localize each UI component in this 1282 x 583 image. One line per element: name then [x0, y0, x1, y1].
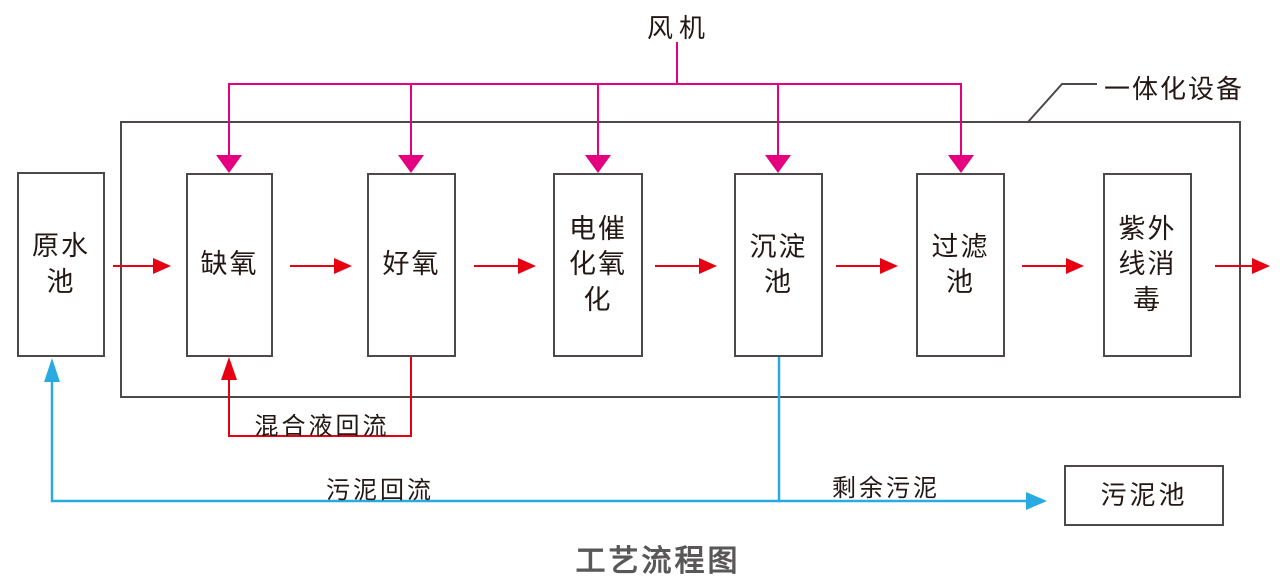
air-drop-arrow-sedimentation	[765, 84, 791, 173]
up-arrow-icon	[221, 357, 237, 380]
down-arrow-icon	[216, 155, 242, 173]
right-arrow-icon	[334, 258, 352, 274]
air-drop-arrow-electro	[585, 84, 611, 173]
integrated-equipment-label: 一体化设备	[1104, 74, 1245, 104]
raw-water-tank-label: 原水 池	[32, 231, 90, 297]
down-arrow-icon	[398, 155, 424, 173]
equipment-leader-line	[1027, 83, 1097, 123]
anoxic-label: 缺氧	[200, 249, 259, 280]
flow-arrow-anoxic-to-aerobic	[290, 258, 352, 274]
sludge-tank-box: 污泥池	[1064, 465, 1224, 526]
down-arrow-icon	[585, 155, 611, 173]
sedimentation-tank-box: 沉淀 池	[734, 173, 823, 357]
filtration-tank-box: 过滤 池	[916, 173, 1005, 357]
down-arrow-icon	[948, 155, 974, 173]
mixed-liquor-return-arrow	[221, 357, 412, 437]
anoxic-box: 缺氧	[186, 173, 273, 357]
down-arrow-icon	[765, 155, 791, 173]
right-arrow-icon	[1066, 258, 1084, 274]
right-arrow-icon	[1252, 258, 1270, 274]
fan-air-duct	[216, 42, 974, 173]
flow-arrow-filtration-to-uv	[1022, 258, 1084, 274]
air-drop-arrow-aerobic	[398, 84, 424, 173]
flow-arrow-electro-to-sedimentation	[655, 258, 717, 274]
air-drop-arrow-anoxic	[216, 84, 242, 173]
right-arrow-icon	[518, 258, 536, 274]
uv-disinfection-label: 紫外 线消 毒	[1118, 214, 1177, 315]
right-arrow-icon	[153, 258, 171, 274]
electro-oxidation-box: 电催 化氧 化	[553, 173, 643, 357]
excess-sludge-label: 剩余污泥	[832, 475, 940, 502]
electro-oxidation-label: 电催 化氧 化	[569, 214, 627, 315]
right-arrow-icon	[1026, 492, 1047, 510]
sedimentation-tank-label: 沉淀 池	[749, 231, 808, 297]
flow-arrow-sedimentation-to-filtration	[836, 258, 898, 274]
up-arrow-icon	[44, 358, 60, 382]
mixed-liquor-return-label: 混合液回流	[254, 413, 390, 440]
raw-water-tank-box: 原水 池	[17, 172, 105, 357]
flow-arrow-aerobic-to-electro	[474, 258, 536, 274]
right-arrow-icon	[880, 258, 898, 274]
sludge-tank-label: 污泥池	[1100, 479, 1188, 510]
aerobic-label: 好氧	[382, 249, 441, 280]
filtration-tank-label: 过滤 池	[931, 231, 990, 297]
sludge-return-label: 污泥回流	[326, 477, 434, 504]
integrated-equipment-boundary	[120, 121, 1241, 398]
flow-arrow-outlet	[1215, 258, 1270, 274]
excess-sludge-arrow	[779, 492, 1047, 510]
aerobic-box: 好氧	[367, 173, 456, 357]
uv-disinfection-box: 紫外 线消 毒	[1103, 173, 1192, 357]
fan-label: 风机	[646, 13, 711, 43]
diagram-title: 工艺流程图	[575, 545, 741, 578]
air-drop-arrow-filtration	[948, 84, 974, 173]
right-arrow-icon	[699, 258, 717, 274]
flow-arrow-raw-to-anoxic	[113, 258, 171, 274]
sludge-return-arrow	[44, 357, 781, 503]
